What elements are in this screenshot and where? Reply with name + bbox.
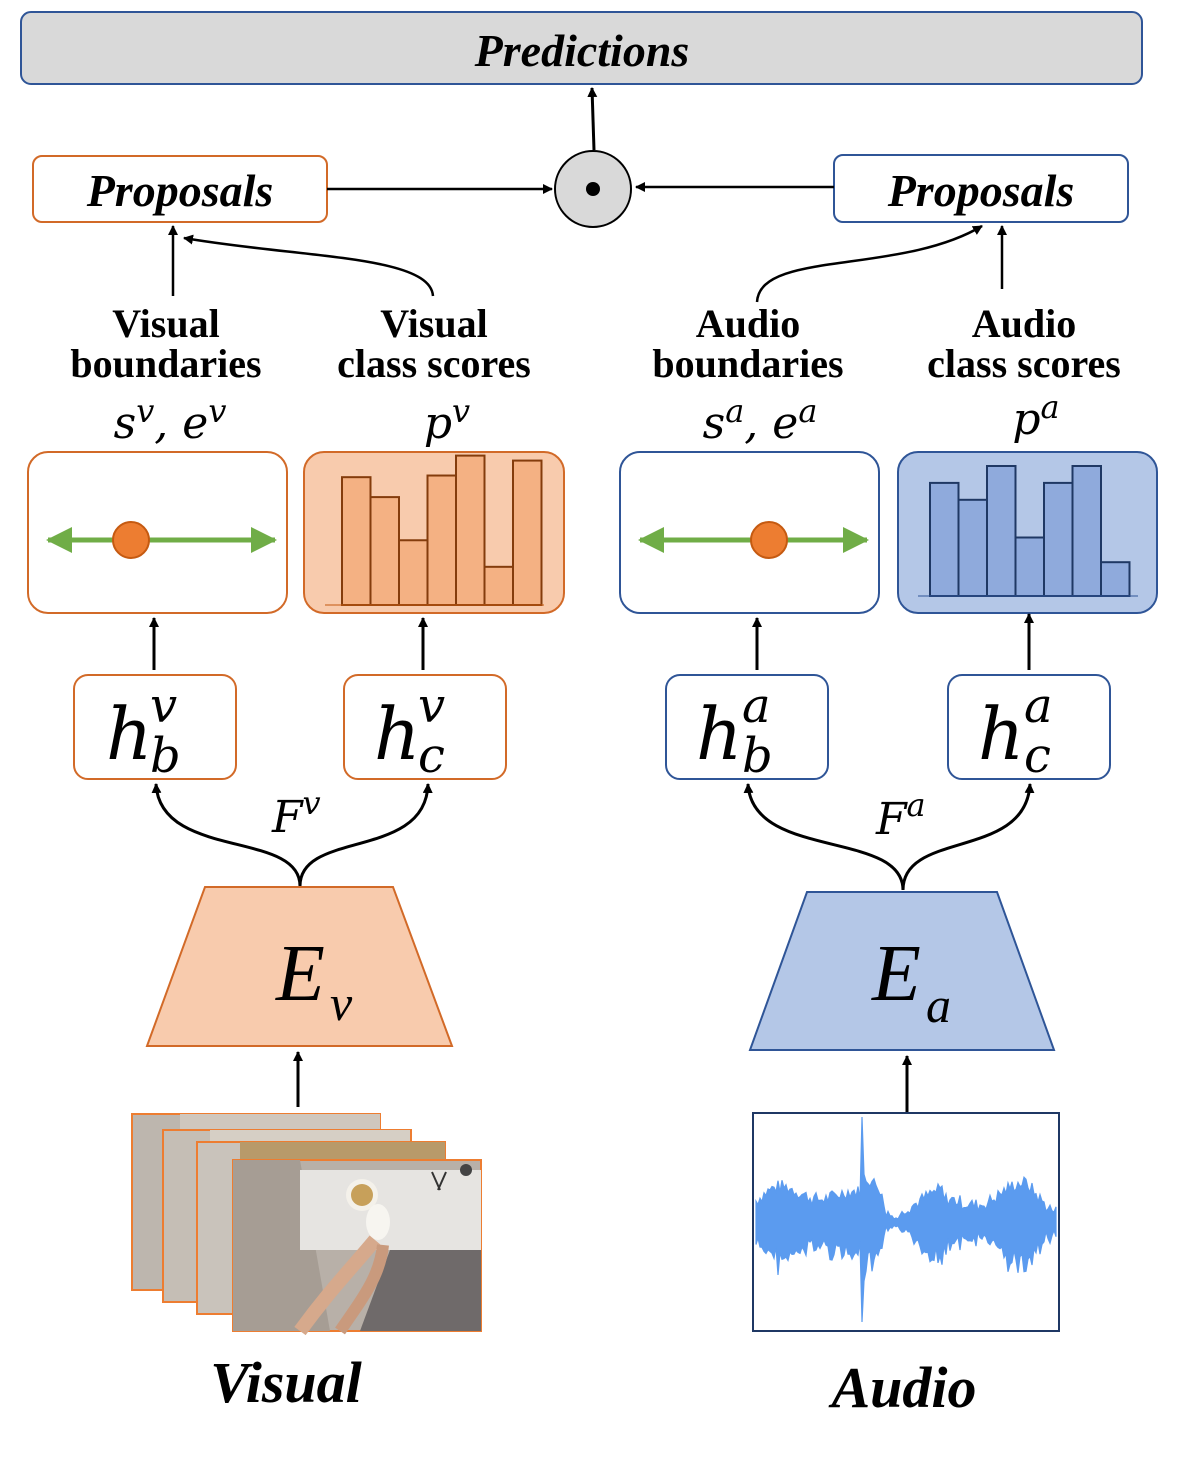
audio-class-line2: class scores (927, 341, 1121, 386)
audio-scores-symbol: pa (1012, 388, 1059, 445)
visual-head-b-sub: b (150, 728, 181, 784)
visual-encoder-sub: v (330, 975, 353, 1031)
visual-scores-symbol: pv (424, 392, 470, 449)
visual-score-bar-3 (398, 539, 429, 607)
fusion-to-predictions-arrow (587, 87, 598, 151)
visual-score-bar-2 (369, 496, 400, 607)
visual-bar-group (341, 454, 543, 607)
visual-boundary-symbols: sv, ev (114, 392, 227, 449)
visual-head-c-sup: v (418, 678, 445, 734)
audio-score-bar-1 (929, 481, 960, 597)
visual-score-bar-6 (483, 565, 514, 607)
visual-head-b-sup: v (150, 678, 177, 734)
video-frame-4 (232, 1159, 482, 1336)
audio-score-bar-4 (1014, 536, 1045, 597)
predictions-box (20, 11, 1143, 85)
audio-score-bar-6 (1071, 465, 1102, 597)
audio-feature-label: Fa (875, 786, 926, 845)
audio-score-bar-7 (1100, 561, 1131, 598)
visual-head-b: h (106, 692, 152, 776)
audio-score-bar-3 (986, 465, 1017, 597)
visual-score-bar-7 (512, 459, 543, 606)
visual-frame-stack (131, 1113, 482, 1336)
audio-score-bar-2 (957, 498, 988, 597)
audio-feature-to-hb-arrow (743, 783, 905, 891)
audio-encoder-base: E (871, 930, 921, 1018)
fusion-dot-icon (586, 182, 600, 196)
audio-head-b-box (665, 674, 829, 780)
audio-proposals-label: Proposals (887, 165, 1075, 216)
visual-scores-to-proposals-arrow (183, 234, 435, 297)
visual-head-b-box (73, 674, 237, 780)
audio-encoder-sub: a (926, 977, 951, 1033)
visual-feature-to-hb-arrow (151, 783, 302, 887)
visual-class-line1: Visual (380, 301, 487, 346)
visual-encoder (145, 886, 454, 1047)
audio-waveform (755, 1116, 1057, 1323)
audio-input-label: Audio (828, 1355, 976, 1420)
visual-boundary-dot (112, 521, 150, 559)
visual-feature-to-hc-arrow (298, 783, 433, 887)
audio-feature-to-hc-arrow (901, 783, 1035, 891)
visual-score-bar-4 (426, 474, 457, 606)
audio-encoder (748, 891, 1056, 1051)
visual-head-c-sub: c (418, 728, 445, 784)
predictions-label: Predictions (474, 25, 690, 76)
audio-head-c-box (947, 674, 1111, 780)
visual-encoder-base: E (275, 930, 325, 1018)
audio-head-c-sup: a (1024, 678, 1053, 734)
audio-class-line1: Audio (972, 301, 1077, 346)
visual-head-c: h (374, 692, 420, 776)
audio-boundaries-line1: Audio (696, 301, 801, 346)
visual-class-line2: class scores (337, 341, 531, 386)
audio-boundary-box (619, 451, 880, 614)
audio-boundaries-to-proposals-arrow (755, 224, 983, 303)
visual-score-bar-1 (341, 476, 372, 606)
audio-boundary-dot (750, 521, 788, 559)
visual-proposals-label: Proposals (86, 165, 274, 216)
audio-proposals-box (833, 154, 1129, 223)
visual-feature-label: Fv (271, 784, 321, 843)
audio-score-bar-5 (1043, 481, 1074, 597)
audio-head-c: h (978, 692, 1024, 776)
audio-head-c-sub: c (1024, 728, 1051, 784)
visual-input-label: Visual (210, 1350, 362, 1415)
audio-boundaries-line2: boundaries (652, 341, 843, 386)
visual-head-c-box (343, 674, 507, 780)
audio-head-b: h (696, 692, 742, 776)
visual-boundaries-line1: Visual (112, 301, 219, 346)
audio-head-b-sub: b (742, 728, 773, 784)
audio-head-b-sup: a (742, 678, 771, 734)
visual-boundaries-line2: boundaries (70, 341, 261, 386)
visual-boundary-box (27, 451, 288, 614)
visual-score-bar-5 (455, 454, 486, 606)
audio-boundary-symbols: sa, ea (703, 392, 818, 449)
